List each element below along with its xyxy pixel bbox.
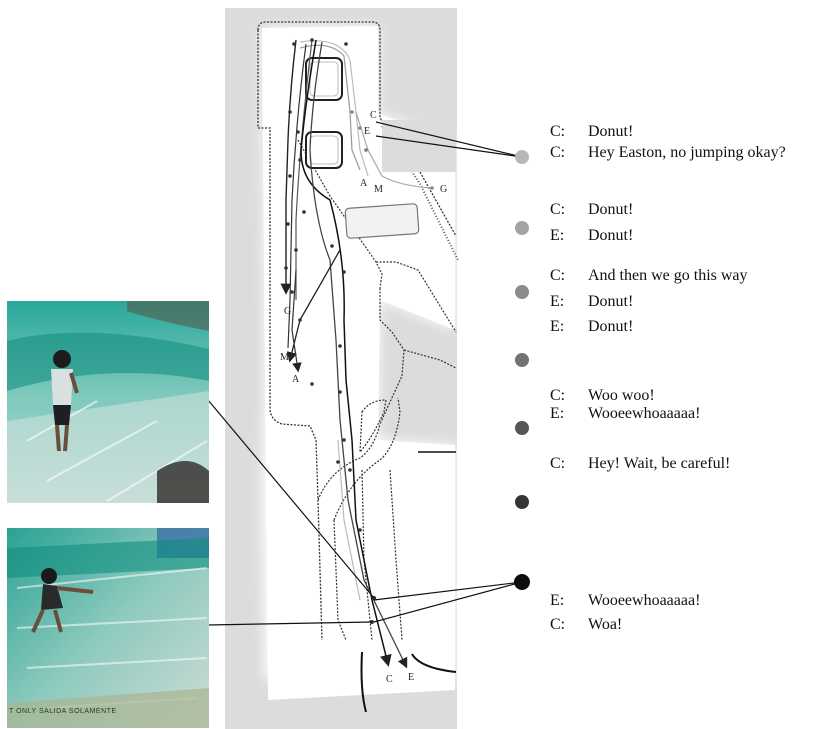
path-label-e-top: E <box>364 126 370 137</box>
path-label-a-mid: A <box>292 374 300 385</box>
photo-child-sliding: T ONLY SALIDA SOLAMENTE <box>7 528 209 728</box>
shade-dot-5 <box>515 421 529 435</box>
path-label-m-mid: M <box>280 352 289 363</box>
photo-child-standing <box>7 301 209 503</box>
path-label-g-mid: G <box>284 306 291 317</box>
shade-dot-7 <box>514 574 530 590</box>
path-label-a-top: A <box>360 178 368 189</box>
path-label-m-top: M <box>374 184 383 195</box>
path-label-g-top: G <box>440 184 447 195</box>
shade-dot-1 <box>515 150 529 164</box>
photo-sign-text: T ONLY SALIDA SOLAMENTE <box>9 708 117 715</box>
shade-dot-3 <box>515 285 529 299</box>
shade-dot-2 <box>515 221 529 235</box>
path-label-c-top: C <box>370 110 377 121</box>
shade-dot-4 <box>515 353 529 367</box>
shade-dots <box>514 150 530 590</box>
shade-dot-6 <box>515 495 529 509</box>
path-label-e-end: E <box>408 672 414 683</box>
path-label-c-end: C <box>386 674 393 685</box>
